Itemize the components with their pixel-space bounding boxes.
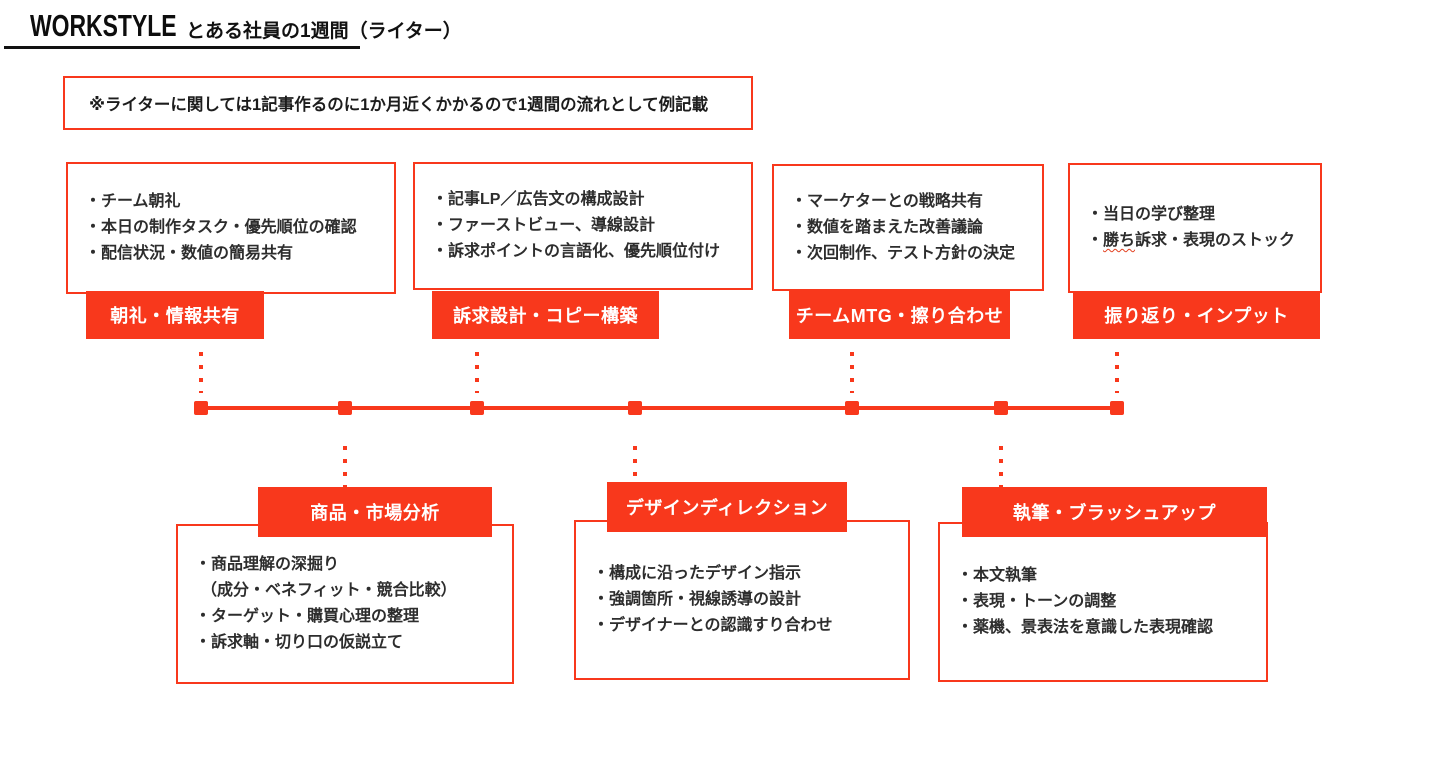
- bullet-item: ・訴求ポイントの言語化、優先順位付け: [432, 243, 721, 260]
- task-box: ・本文執筆・表現・トーンの調整・薬機、景表法を意識した表現確認: [938, 522, 1268, 682]
- timeline-node: [1110, 401, 1124, 415]
- timeline-line: [195, 406, 1123, 410]
- brand-logo-text: WORKSTYLE: [30, 8, 177, 43]
- bullet-item: ・勝ち訴求・表現のストック: [1087, 232, 1296, 249]
- bullet-item: ・本文執筆: [957, 567, 1038, 584]
- bullet-item: ・デザイナーとの認識すり合わせ: [593, 617, 833, 634]
- bullet-item: ・マーケターとの戦略共有: [791, 192, 983, 210]
- dotted-connector-up: [199, 352, 203, 393]
- dotted-connector-up: [850, 352, 854, 393]
- bullet-item: ・記事LP／広告文の構成設計: [432, 191, 645, 208]
- dotted-connector-up: [1115, 352, 1119, 393]
- task-box: ・構成に沿ったデザイン指示・強調箇所・視線誘導の設計・デザイナーとの認識すり合わ…: [574, 520, 910, 680]
- title-underline: [4, 46, 360, 49]
- bullet-item: ・薬機、景表法を意識した表現確認: [957, 619, 1214, 636]
- bullet-item: ・ターゲット・購買心理の整理: [195, 608, 420, 625]
- timeline-node: [845, 401, 859, 415]
- task-label: 訴求設計・コピー構築: [432, 291, 659, 339]
- task-box: ・商品理解の深掘り （成分・ベネフィット・競合比較） ・ターゲット・購買心理の整理・…: [176, 524, 514, 684]
- bullet-item: ・配信状況・数値の簡易共有: [85, 245, 294, 262]
- bullet-item: （成分・ベネフィット・競合比較）: [201, 582, 457, 599]
- task-box: ・マーケターとの戦略共有・数値を踏まえた改善議論・次回制作、テスト方針の決定: [772, 164, 1044, 291]
- spellcheck-wavy-text: 勝ち: [1103, 232, 1136, 249]
- task-label: 商品・市場分析: [258, 487, 492, 537]
- task-label: 執筆・ブラッシュアップ: [962, 487, 1267, 537]
- bullet-item: ・商品理解の深掘り: [195, 556, 340, 573]
- bullet-item: ・強調箇所・視線誘導の設計: [593, 591, 802, 608]
- timeline-node: [338, 401, 352, 415]
- bullet-item: ・次回制作、テスト方針の決定: [791, 244, 1016, 262]
- timeline-node: [994, 401, 1008, 415]
- task-label: 振り返り・インプット: [1073, 291, 1320, 339]
- task-box: ・チーム朝礼・本日の制作タスク・優先順位の確認・配信状況・数値の簡易共有: [66, 162, 396, 294]
- dotted-connector-down: [343, 446, 347, 488]
- bullet-item: ・訴求軸・切り口の仮説立て: [195, 634, 404, 651]
- note-text: ※ライターに関しては1記事作るのに1か月近くかかるので1週間の流れとして例記載: [89, 96, 709, 114]
- bullet-item: ・本日の制作タスク・優先順位の確認: [85, 219, 357, 236]
- bullet-item: ・チーム朝礼: [85, 193, 181, 210]
- task-label: チームMTG・擦り合わせ: [789, 291, 1010, 339]
- timeline-node: [628, 401, 642, 415]
- dotted-connector-down: [633, 446, 637, 488]
- task-box: ・記事LP／広告文の構成設計・ファーストビュー、導線設計・訴求ポイントの言語化、…: [413, 162, 753, 290]
- task-box: ・当日の学び整理・勝ち訴求・表現のストック: [1068, 163, 1322, 293]
- dotted-connector-down: [999, 446, 1003, 488]
- timeline-node: [194, 401, 208, 415]
- page-title: とある社員の1週間（ライター）: [186, 21, 462, 42]
- note-box: ※ライターに関しては1記事作るのに1か月近くかかるので1週間の流れとして例記載: [63, 76, 753, 130]
- timeline-node: [470, 401, 484, 415]
- bullet-item: ・構成に沿ったデザイン指示: [593, 565, 802, 582]
- bullet-item: ・数値を踏まえた改善議論: [791, 218, 984, 236]
- bullet-item: ・ファーストビュー、導線設計: [432, 217, 656, 234]
- dotted-connector-up: [475, 352, 479, 393]
- bullet-item: ・当日の学び整理: [1087, 206, 1216, 223]
- task-label: デザインディレクション: [607, 482, 847, 532]
- task-label: 朝礼・情報共有: [86, 291, 264, 339]
- bullet-item: ・表現・トーンの調整: [957, 593, 1117, 610]
